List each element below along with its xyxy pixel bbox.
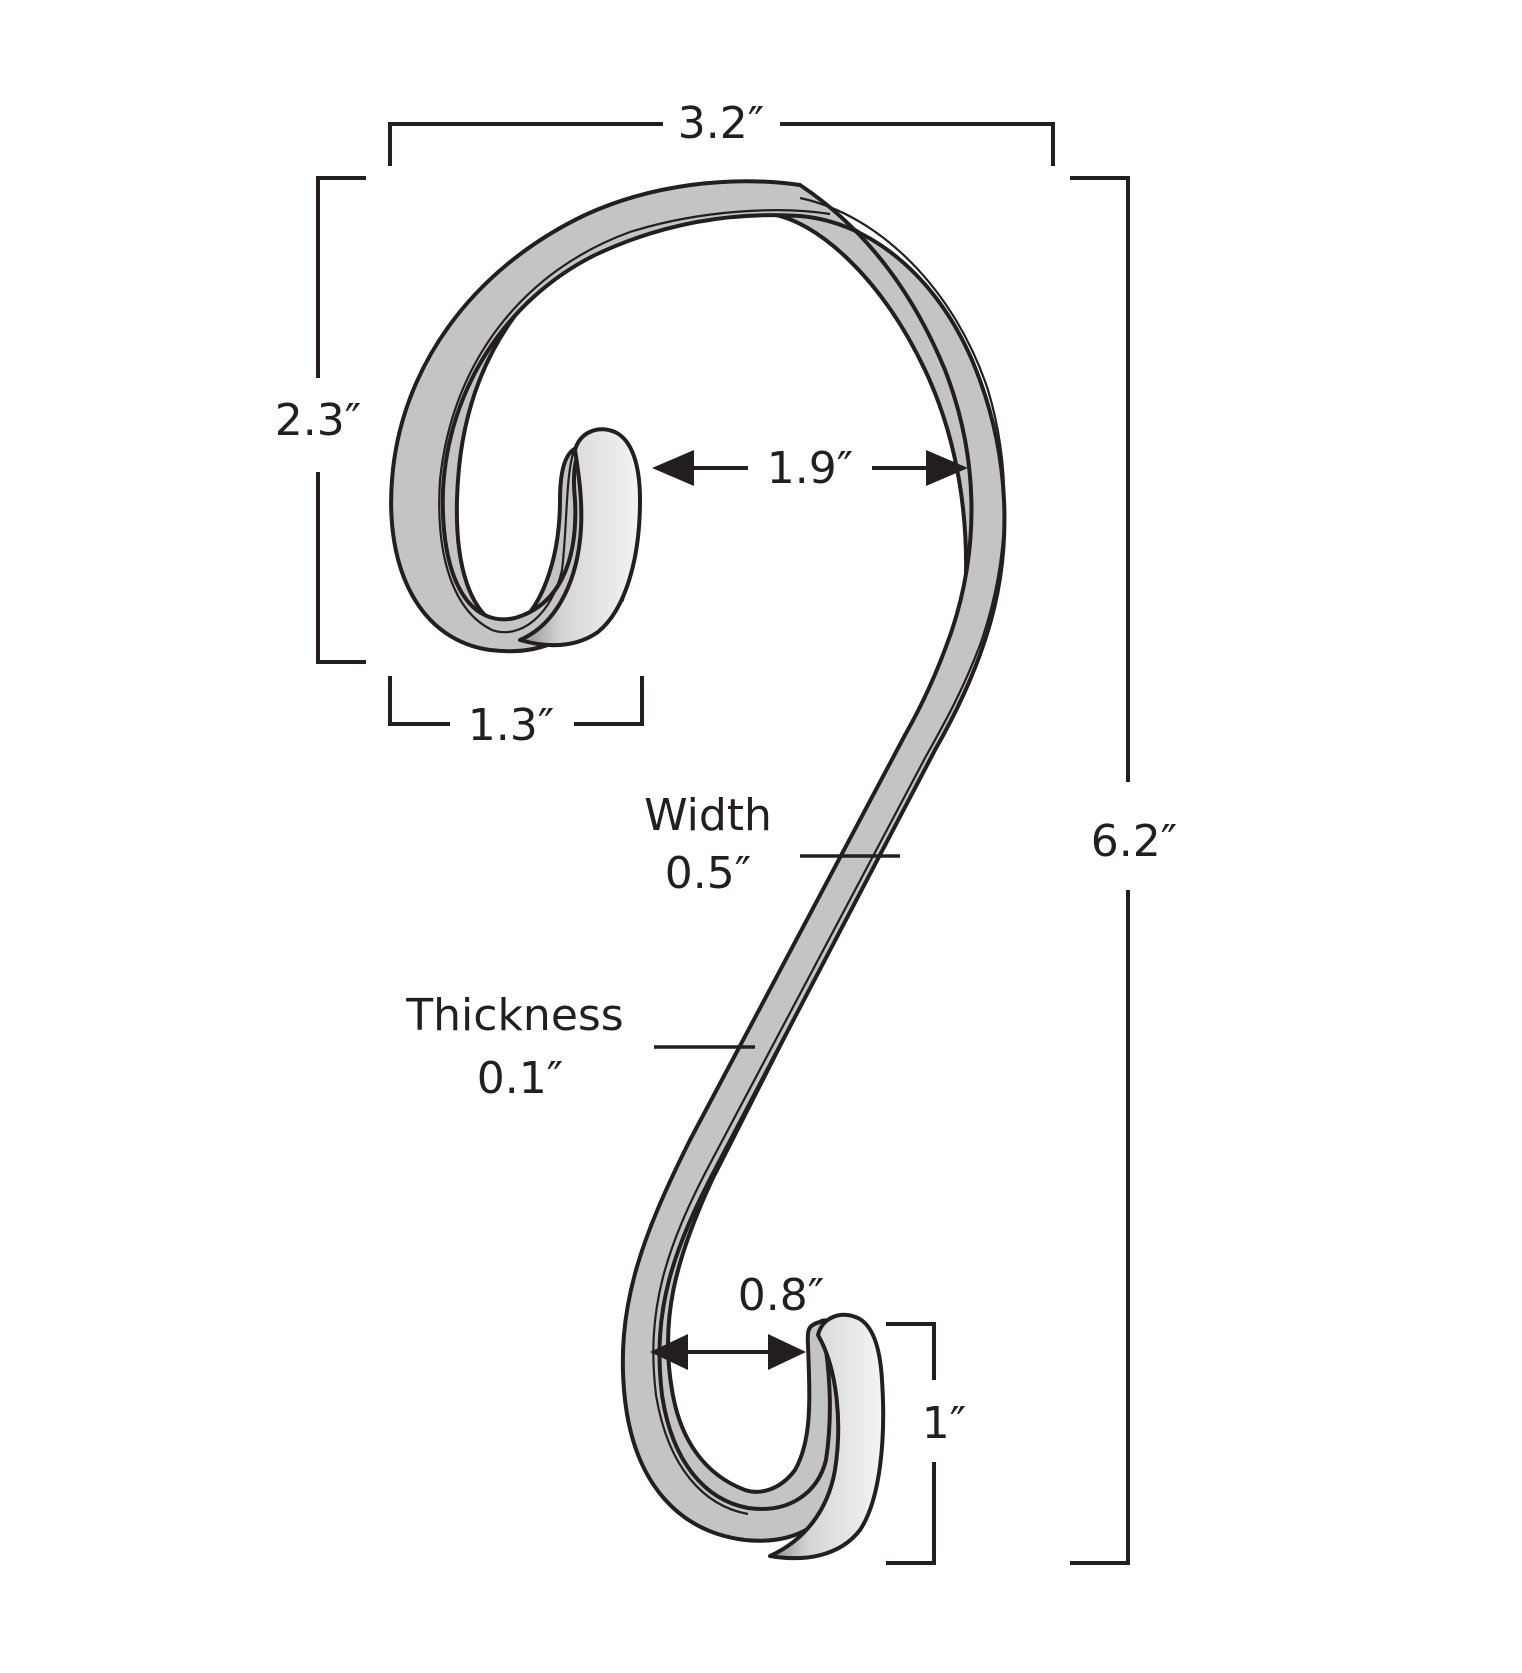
top-curl-end [518,427,642,648]
thickness-edge-line [438,209,831,634]
bottom-opening-label: 0.8″ [738,1270,824,1321]
arrow-right-icon [926,450,968,486]
bottom-hook-end [768,1312,886,1561]
top-scroll-height-label: 2.3″ [275,395,361,446]
width-callout: Width 0.5″ [644,790,900,899]
overall-height-label: 6.2″ [1091,816,1177,867]
arrow-left-icon [652,450,694,486]
top-scroll-height-dimension: 2.3″ [275,176,366,664]
overall-width-dimension: 3.2″ [388,98,1055,166]
width-callout-label: Width [644,790,772,841]
s-hook [389,179,1007,1561]
arrow-left-icon [650,1334,688,1370]
top-opening-label: 1.9″ [767,443,853,494]
overall-height-dimension: 6.2″ [1070,176,1177,1565]
top-opening-dimension: 1.9″ [652,443,968,494]
thickness-callout-label: Thickness [405,990,623,1041]
thickness-edge-line-2 [652,196,1006,1516]
thickness-callout: Thickness 0.1″ [405,990,755,1104]
width-callout-value: 0.5″ [665,848,751,899]
bottom-opening-dimension: 0.8″ [650,1270,824,1370]
thickness-callout-value: 0.1″ [477,1053,563,1104]
bottom-hook-height-label: 1″ [922,1398,966,1449]
bottom-hook-height-dimension: 1″ [886,1322,966,1565]
top-scroll-width-dimension: 1.3″ [388,676,644,751]
overall-width-label: 3.2″ [678,98,764,149]
top-scroll-width-label: 1.3″ [468,700,554,751]
arrow-right-icon [768,1334,806,1370]
